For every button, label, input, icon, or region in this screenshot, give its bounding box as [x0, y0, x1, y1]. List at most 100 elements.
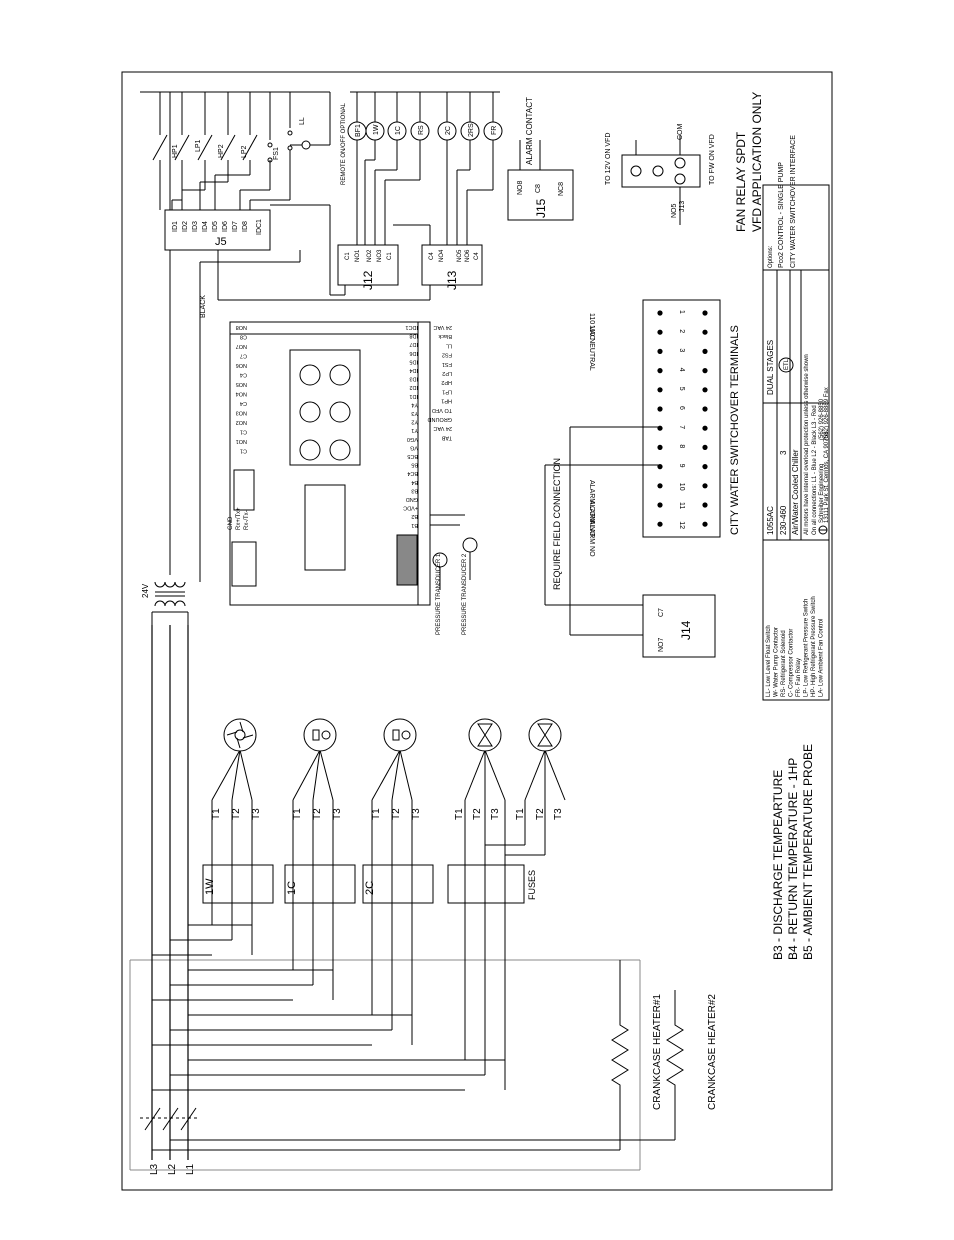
controller-signal-label: LP1 [442, 388, 452, 394]
title-block [762, 184, 830, 541]
j12-pin-no2: NO2 [367, 249, 373, 262]
switch-hp2-label: HP2 [218, 144, 225, 158]
contactor-2c-label: 2C [364, 881, 376, 895]
j13-pin-no4: NO4 [439, 249, 445, 262]
controller-right-pin: ID4 [409, 367, 418, 373]
controller-signal-label: TAB [441, 434, 452, 440]
transformer-secondary [154, 581, 186, 588]
fan-relay-no5: NO5 [671, 204, 678, 219]
motor-overload-note: All motors have internal overload protec… [804, 354, 810, 535]
relay-coils [347, 91, 503, 245]
controller-left-pin: NO7 [236, 343, 247, 349]
voltage: 230-460 [779, 505, 788, 535]
drawing-border [121, 71, 833, 1191]
terminal-dot-right [702, 425, 708, 431]
j5-pin-id4: ID4 [202, 221, 209, 232]
j5-pin-id7: ID7 [232, 221, 239, 232]
controller-right-pin: ID3 [409, 376, 418, 382]
company-fax: (562) 926-8889 Fax [824, 387, 830, 440]
alarm-contact-label: ALARM CONTACT [525, 97, 534, 165]
company-phone: (562) 926-8850 [819, 398, 825, 440]
terminal-dot-right [702, 310, 708, 316]
controller-right-pin: VG0 [407, 436, 418, 442]
controller-signal-label: LL [446, 342, 452, 348]
controller-left-pin: NO2 [236, 419, 247, 425]
controller-key-prg[interactable] [299, 401, 321, 423]
probe-b3-label: B3 - DISCHARGE TEMPEARTURE [771, 770, 785, 960]
controller-key-alarm[interactable] [299, 364, 321, 386]
terminal-dot-right [702, 406, 708, 412]
controller-left-pin: NO4 [236, 391, 247, 397]
coil-bf1-label: BF1 [355, 124, 362, 137]
line-l1-label: L1 [185, 1163, 196, 1175]
crankcase-heater-1: CRANKCASE HEATER#1 [611, 960, 663, 1150]
probe-b4-label: B4 - RETURN TEMPERATURE - 1HP [786, 758, 800, 960]
j12-connector: J12 C1 NO1 NO2 NO3 C1 [270, 204, 399, 296]
safety-switches [140, 91, 331, 210]
controller-right-pin: ID2 [409, 384, 418, 390]
contactor-1w-t3: T3 [251, 808, 262, 820]
comm-gnd: GND [228, 516, 234, 530]
controller-signal-label: LP2 [442, 370, 452, 376]
black-wire-label: BLACK [200, 295, 207, 318]
contactor-2c: 2C T1 T2 T3 [362, 800, 434, 1045]
controller-left-pin: C7 [240, 353, 247, 359]
controller-right-pin: ID8 [409, 333, 418, 339]
controller-signal-label: 24 VAC [433, 425, 452, 431]
pump-motor-icon [211, 718, 257, 801]
pressure-transducer-2-label: PRESSURE TRANSDUCER 2 [462, 553, 468, 635]
controller-key-enter[interactable] [329, 401, 351, 423]
terminal-number: 9 [678, 464, 685, 468]
j5-label: J5 [215, 236, 227, 248]
contactor-2c-t3: T3 [411, 808, 422, 820]
fuse-a-t1: T1 [454, 808, 465, 820]
controller-comm-port [231, 541, 257, 587]
controller-right-pin: BC5 [407, 453, 418, 459]
terminal-number: 4 [678, 368, 685, 372]
j5-connector: J5 ID1 ID2 ID3 ID4 ID5 ID6 ID7 ID8 IDC1 [164, 209, 271, 251]
power-supply: L3 L2 L1 24V [129, 92, 675, 1175]
controller-right-pin: GND [406, 496, 418, 502]
fan-relay-to-fw: TO FW ON VFD [709, 134, 716, 185]
contactor-1w-t2: T2 [231, 808, 242, 820]
controller-signal-label: FS2 [442, 352, 452, 358]
controller-key-esc[interactable] [299, 439, 321, 461]
j15-label: J15 [534, 198, 548, 218]
fan-relay-com: COM [677, 124, 684, 141]
term2-label: 110 NEUTRAL [588, 325, 595, 371]
controller-left-pin: NO1 [236, 438, 247, 444]
term10-label: ALARM COM [588, 480, 595, 523]
controller-left-pin: NO8 [236, 324, 247, 330]
line-l2-label: L2 [167, 1163, 178, 1175]
controller-key-down[interactable] [329, 439, 351, 461]
contactor-1c-t1: T1 [292, 808, 303, 820]
j5-pin-id2: ID2 [182, 221, 189, 232]
controller-right-pin: ID5 [409, 358, 418, 364]
terminal-dot-right [702, 368, 708, 374]
transformer-primary [154, 600, 186, 607]
controller-right-terminals: IDC1ID8ID7ID6ID5ID4ID3ID2ID1Y4Y3Y2Y1VG0V… [403, 324, 418, 528]
j15-connector: J15 NO8 C8 NC8 ALARM CONTACT [507, 97, 574, 221]
term12-label: ALARM NO [588, 520, 595, 557]
fuses-label: FUSES [527, 870, 537, 900]
stages: DUAL STAGES [766, 340, 775, 395]
condenser-fan-2-icon [524, 718, 566, 801]
controller-key-up[interactable] [329, 364, 351, 386]
controller-signal-label: HP1 [441, 398, 452, 404]
j15-pin-nc8: NC8 [558, 182, 565, 196]
switch-lp1-label: LP1 [195, 139, 202, 152]
comm-rx-tx-minus: Rx-/Tx- [244, 510, 250, 530]
controller-signal-label: TO VFD [432, 407, 452, 413]
model-number: 1055AC [766, 506, 775, 535]
wire-color-note: On all connections: L1 - Blue L2 - Black… [812, 405, 818, 535]
controller-right-pin: B2 [411, 513, 418, 519]
term11-label: ALARM NO [588, 500, 595, 537]
company-address: 13111 Park St. Cerritos, CA 90703 [824, 431, 830, 523]
probe-b5-label: B5 - AMBIENT TEMPERATURE PROBE [801, 744, 815, 960]
remote-onoff-note: REMOTE ON/OFF OPTIONAL [341, 102, 347, 185]
terminal-dot-right [702, 348, 708, 354]
j13-pin-no6: NO6 [465, 249, 471, 262]
